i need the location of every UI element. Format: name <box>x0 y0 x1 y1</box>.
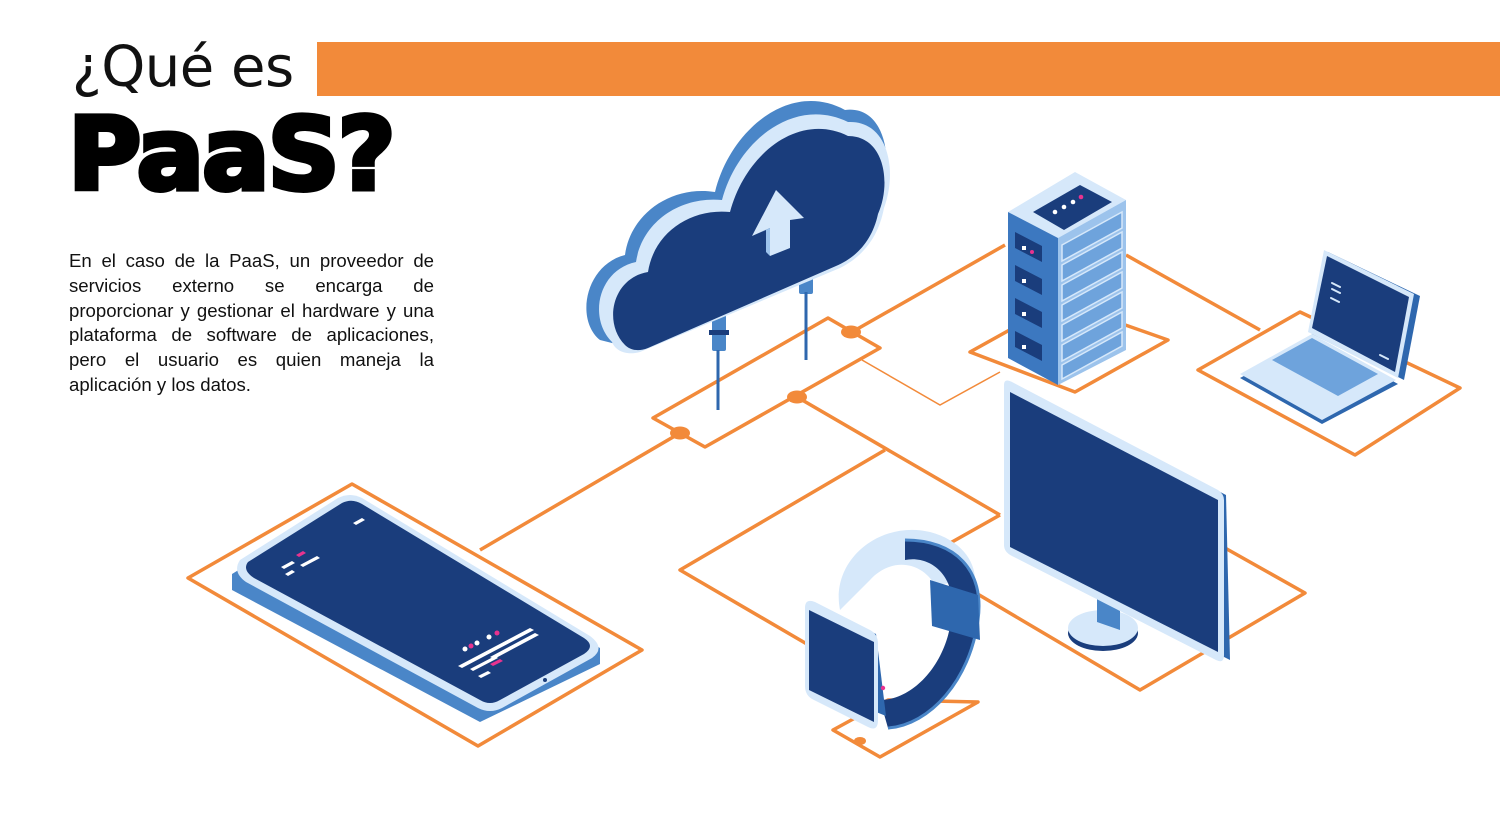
desktop-monitor-icon <box>1004 380 1230 662</box>
connection-lines <box>186 243 1462 759</box>
server-rack-icon <box>1008 172 1126 385</box>
upload-arrow-icon <box>752 190 804 256</box>
heading-paas: PaaS? <box>66 96 399 213</box>
thin-connection-line <box>861 359 1001 406</box>
laptop-icon <box>1240 250 1420 424</box>
smartwatch-icon <box>805 529 981 730</box>
heading-question: ¿Qué es <box>72 35 294 100</box>
cloud-upload-icon <box>586 101 890 410</box>
description-paragraph: En el caso de la PaaS, un proveedor de s… <box>69 250 434 395</box>
smartphone-icon <box>232 495 600 722</box>
connection-nodes <box>670 325 866 745</box>
orange-accent-bar <box>317 42 1500 96</box>
cloud-probe-left <box>709 315 729 410</box>
